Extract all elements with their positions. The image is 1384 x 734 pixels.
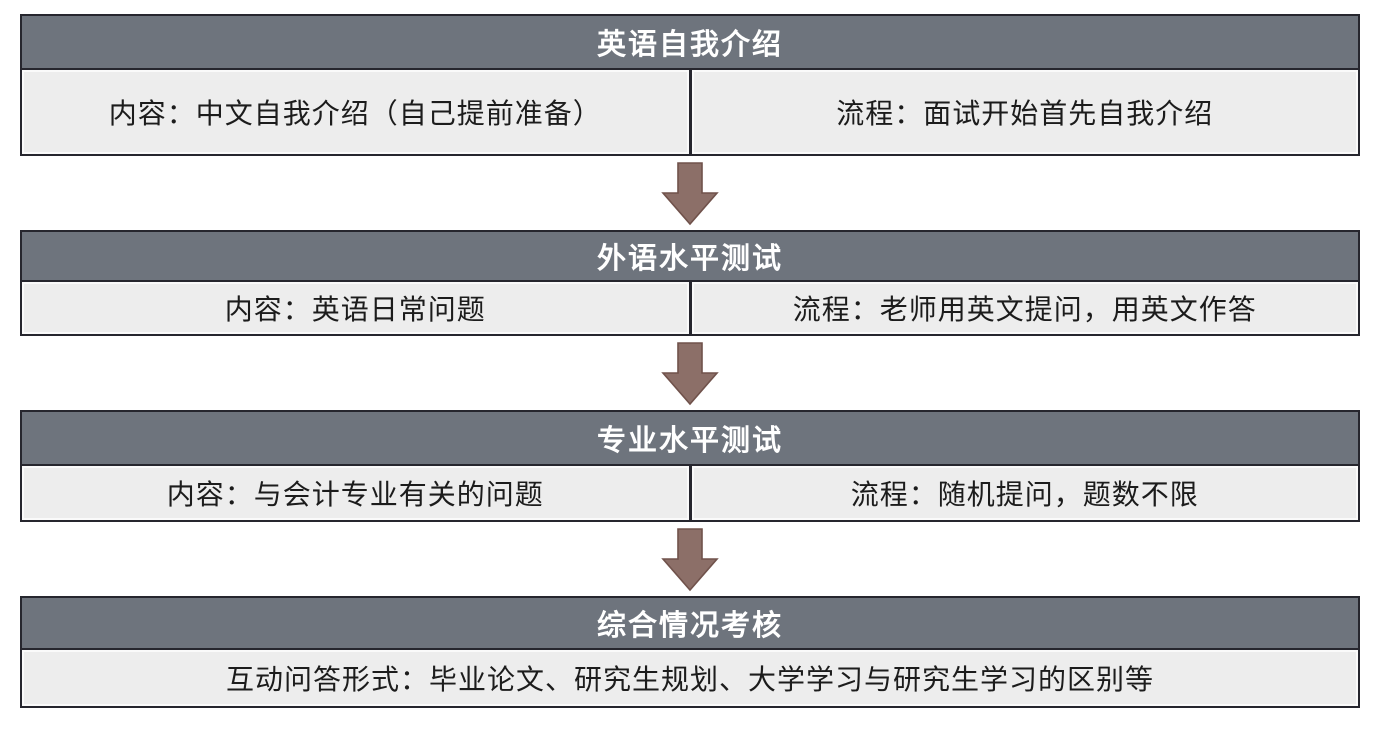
step-body: 内容：中文自我介绍（自己提前准备） 流程：面试开始首先自我介绍 (22, 70, 1358, 154)
step-block-english-self-intro: 英语自我介绍 内容：中文自我介绍（自己提前准备） 流程：面试开始首先自我介绍 (20, 14, 1360, 156)
arrow-wrap (661, 522, 719, 596)
step-content-cell: 内容：英语日常问题 (22, 282, 692, 334)
arrow-down-icon (661, 342, 719, 406)
arrow-wrap (661, 336, 719, 410)
step-title: 英语自我介绍 (22, 16, 1358, 70)
step-body: 内容：英语日常问题 流程：老师用英文提问，用英文作答 (22, 282, 1358, 334)
step-process-cell: 流程：老师用英文提问，用英文作答 (691, 282, 1358, 334)
step-content-cell: 内容：与会计专业有关的问题 (22, 466, 692, 520)
step-block-professional-test: 专业水平测试 内容：与会计专业有关的问题 流程：随机提问，题数不限 (20, 410, 1360, 522)
step-block-foreign-language-test: 外语水平测试 内容：英语日常问题 流程：老师用英文提问，用英文作答 (20, 230, 1360, 336)
step-title: 外语水平测试 (22, 232, 1358, 282)
step-title: 专业水平测试 (22, 412, 1358, 466)
flow-column: 英语自我介绍 内容：中文自我介绍（自己提前准备） 流程：面试开始首先自我介绍 外… (20, 14, 1360, 708)
arrow-down-icon (661, 528, 719, 592)
step-qa-cell: 互动问答形式：毕业论文、研究生规划、大学学习与研究生学习的区别等 (22, 650, 1358, 706)
step-block-comprehensive-assessment: 综合情况考核 互动问答形式：毕业论文、研究生规划、大学学习与研究生学习的区别等 (20, 596, 1360, 708)
arrow-down-icon (661, 162, 719, 226)
arrow-wrap (661, 156, 719, 230)
step-body: 内容：与会计专业有关的问题 流程：随机提问，题数不限 (22, 466, 1358, 520)
step-body: 互动问答形式：毕业论文、研究生规划、大学学习与研究生学习的区别等 (22, 650, 1358, 706)
step-content-cell: 内容：中文自我介绍（自己提前准备） (22, 70, 692, 154)
step-title: 综合情况考核 (22, 598, 1358, 650)
step-process-cell: 流程：面试开始首先自我介绍 (691, 70, 1358, 154)
step-process-cell: 流程：随机提问，题数不限 (691, 466, 1358, 520)
